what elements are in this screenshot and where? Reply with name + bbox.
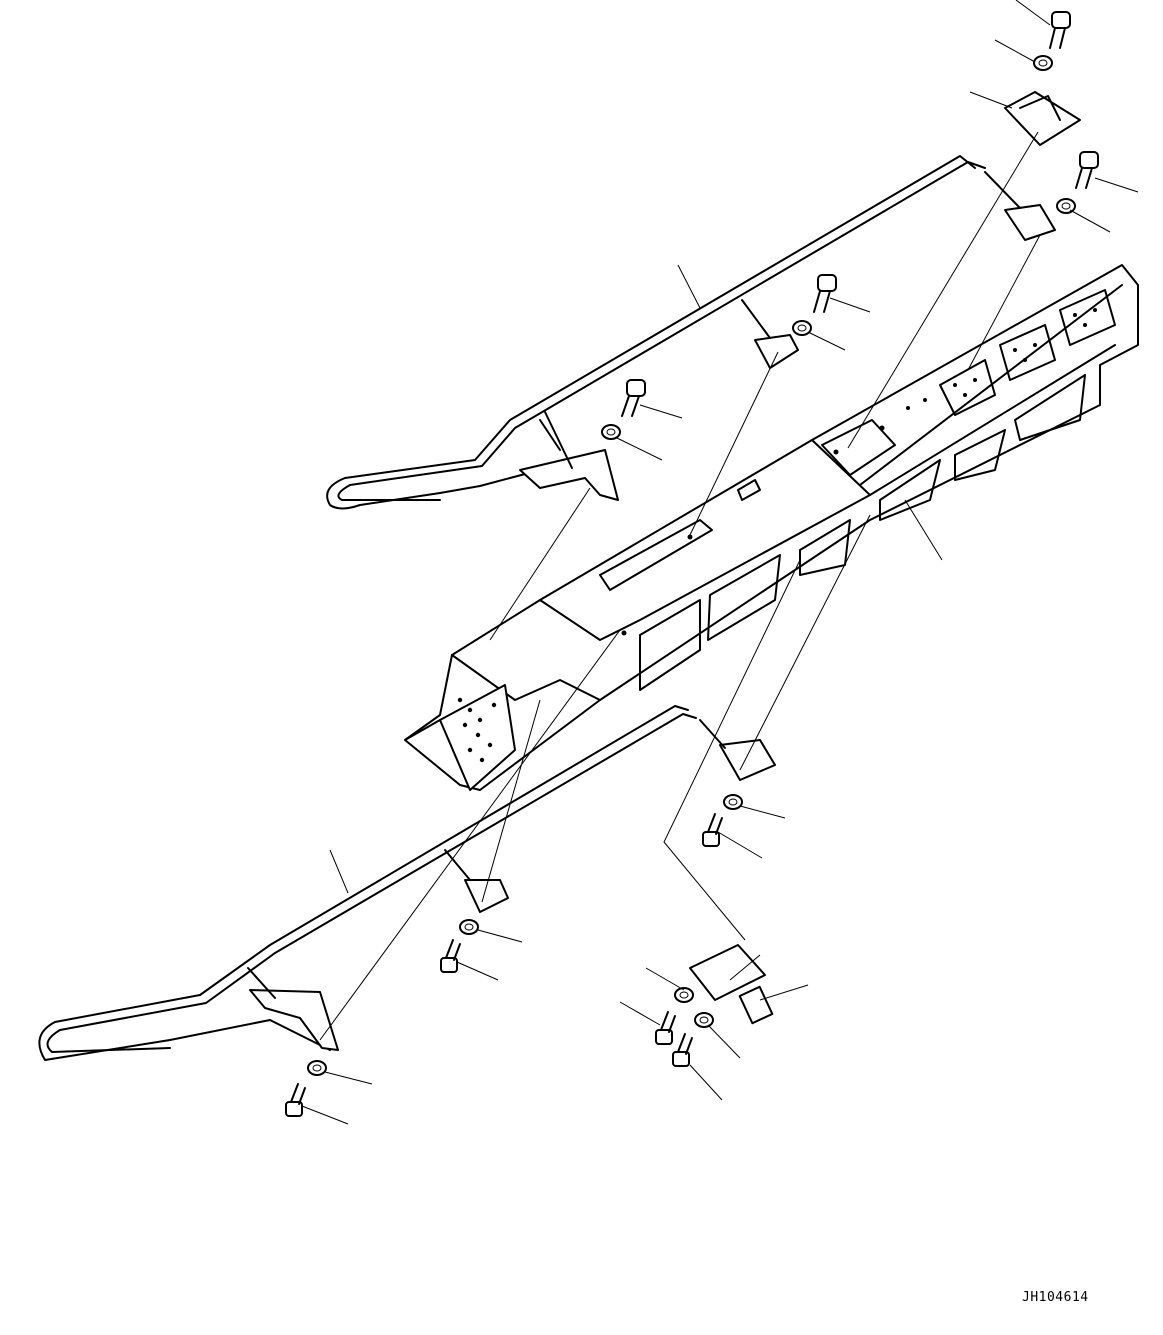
assembly-lines [319, 131, 1041, 1041]
bolt-icon [285, 11, 1099, 1117]
bracket-icon [689, 91, 1081, 1025]
leader-lines [301, 0, 1139, 1125]
drawing-number: JH104614 [1022, 1290, 1089, 1305]
handrail-icon [326, 155, 1056, 510]
washer-icon [307, 55, 1076, 1076]
frame-icon [404, 264, 1139, 791]
handrail-icon [38, 705, 776, 1061]
